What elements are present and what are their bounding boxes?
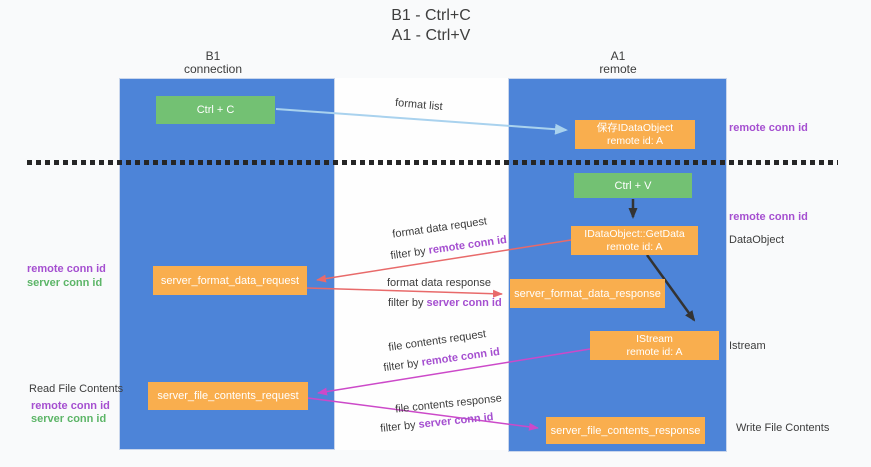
node-server-file-contents-request: server_file_contents_request (148, 382, 308, 410)
annotation-server-conn-id-left-2: server conn id (31, 413, 107, 425)
annotation-remote-conn-id-left-1: remote conn id (27, 263, 106, 275)
format-response-label: server_format_data_response (514, 287, 661, 300)
annotation-write-file-contents: Write File Contents (736, 422, 830, 434)
format-request-label: server_format_data_request (160, 274, 300, 287)
node-server-file-contents-response: server_file_contents_response (546, 417, 705, 444)
lane-b1-role: connection (183, 62, 243, 76)
node-idataobject-getdata: IDataObject::GetData remote id: A (571, 226, 698, 255)
filter-id-server-conn-id: server conn id (426, 297, 502, 309)
file-request-label: server_file_contents_request (157, 390, 299, 402)
annotation-dataobject: DataObject (729, 234, 785, 246)
arrow-getdata-to-istream (645, 254, 696, 322)
arrow-format-data-request (316, 239, 572, 283)
node-save-idataobject: 保存IDataObject remote id: A (575, 120, 695, 149)
save-idataobject-line1: 保存IDataObject (596, 121, 674, 134)
title-line-2: A1 - Ctrl+V (391, 27, 471, 44)
filter-by-text: filter by (388, 297, 424, 309)
annotation-remote-conn-id-left-2: remote conn id (31, 400, 110, 412)
save-idataobject-line2: remote id: A (606, 134, 664, 147)
lane-a1-name: A1 (610, 49, 626, 63)
arrow-format-list (275, 108, 568, 135)
annotation-server-conn-id-left-1: server conn id (27, 277, 103, 289)
lane-a1-role: remote (599, 62, 637, 76)
istream-line2: remote id: A (626, 345, 683, 358)
arrow-format-data-response (306, 287, 503, 298)
node-istream: IStream remote id: A (590, 331, 719, 360)
lane-b1-name: B1 (205, 49, 221, 63)
istream-line1: IStream (636, 332, 673, 345)
node-ctrl-c: Ctrl + C (156, 96, 275, 124)
node-ctrl-v: Ctrl + V (574, 173, 692, 198)
annotation-remote-conn-id-right-2: remote conn id (729, 211, 808, 223)
node-server-format-data-response: server_format_data_response (510, 279, 665, 308)
lane-header-b1: B1 connection (143, 50, 283, 76)
ctrl-c-label: Ctrl + C (196, 104, 235, 116)
annotation-remote-conn-id-right-1: remote conn id (729, 122, 808, 134)
phase-separator-line (27, 160, 838, 165)
getdata-line1: IDataObject::GetData (584, 227, 685, 240)
ctrl-v-label: Ctrl + V (614, 179, 652, 192)
file-response-label: server_file_contents_response (550, 424, 701, 437)
arrow-file-contents-request (317, 348, 591, 396)
flow-label-format-data-response: format data response (387, 277, 491, 289)
node-server-format-data-request: server_format_data_request (153, 266, 307, 295)
getdata-line2: remote id: A (606, 240, 663, 253)
diagram-title: B1 - Ctrl+C A1 - Ctrl+V (331, 6, 531, 46)
arrow-file-contents-response (307, 397, 539, 431)
title-line-1: B1 - Ctrl+C (391, 7, 471, 24)
lane-header-a1: A1 remote (548, 50, 688, 76)
annotation-read-file-contents: Read File Contents (29, 383, 124, 395)
annotation-istream: Istream (729, 340, 766, 352)
